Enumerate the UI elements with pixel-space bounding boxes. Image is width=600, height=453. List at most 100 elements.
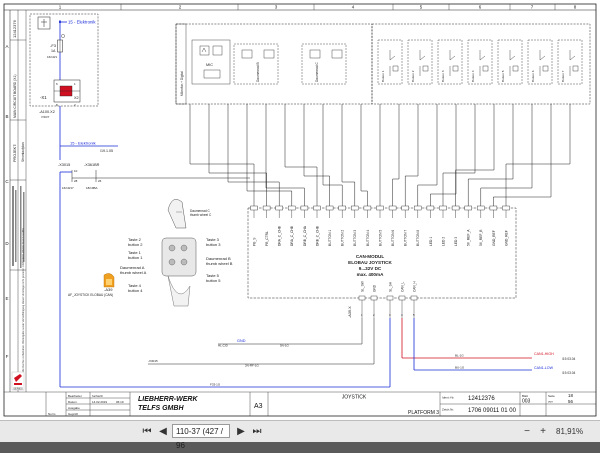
- button-device: Button 2: [407, 39, 433, 85]
- schematic-diagram: 1 2 3 4 5 6 7 8 A B C D E F 12412376 MAI…: [3, 3, 597, 417]
- column-number: 3: [275, 5, 278, 10]
- module-title: ELOBAU JOYSTICK: [348, 260, 392, 265]
- side-note-lines: [12, 186, 25, 268]
- module-pin-label: BUTTON 5: [378, 230, 382, 246]
- button-device-label: Button 6: [531, 70, 535, 82]
- drawing-title: JOYSTICK: [342, 395, 367, 401]
- column-number: 1: [59, 5, 62, 10]
- module-pin-label: GND_REF: [492, 230, 496, 246]
- button-device: Button 1: [377, 39, 403, 85]
- legend-item: Taste 5: [206, 273, 220, 278]
- module-bottom-pin-number: 2: [373, 313, 375, 317]
- pin-label: 6: [56, 82, 58, 86]
- module-pin-label: PB_S: [252, 237, 256, 246]
- pin-label: 10: [74, 169, 78, 173]
- row-letter: D: [5, 241, 9, 246]
- norm-label: Norm: [48, 412, 56, 416]
- zoom-in-button[interactable]: +: [540, 426, 546, 437]
- drawing-no-value: 1706 09011 01 00: [468, 408, 517, 414]
- can-module-frame: [247, 207, 517, 299]
- module-pin-label: BUTTON 6: [391, 230, 395, 246]
- column-number: 7: [531, 5, 534, 10]
- row-ruler: A B C D E F: [5, 44, 9, 359]
- fuse-label: -F3: [50, 43, 57, 48]
- module-bottom-pin: SL_SH 3: [386, 281, 394, 318]
- module-pin-label: BUTTON 7: [404, 230, 408, 246]
- pin-label: 2: [74, 103, 76, 107]
- next-page-button[interactable]: ▶: [237, 426, 245, 437]
- row-letter: C: [5, 179, 9, 184]
- module-pin: PB_S: [250, 205, 258, 246]
- drawing-subtitle: PLATFORM 3: [408, 410, 439, 416]
- side-drawing-number: 12412376: [12, 19, 17, 38]
- rail-label: 15 - Elektronik: [68, 20, 96, 25]
- previous-page-button[interactable]: ◀: [159, 426, 167, 437]
- module-pin: BUTTON 2: [338, 205, 346, 246]
- last-page-button[interactable]: ⏭: [252, 426, 262, 437]
- first-page-button[interactable]: ⏮: [142, 426, 152, 437]
- sheet-frame: [3, 3, 597, 417]
- module-pin-label: LED 2: [441, 237, 445, 246]
- side-title: MAIN CIRCUIT BOARD (X1): [13, 75, 17, 118]
- zoom-out-button[interactable]: −: [524, 426, 530, 437]
- module-pin-label: PB_CTRL: [265, 231, 269, 246]
- connector-ref: 18/19BA: [86, 186, 98, 190]
- thumbwheel-b-device: Daumenrad B: [233, 43, 279, 85]
- thumbwheel-b-label: Daumenrad B: [256, 62, 260, 82]
- x2-label: X2: [74, 96, 79, 100]
- module-pin: BUTTON 6: [388, 205, 397, 246]
- gnd-label: GND: [237, 339, 246, 343]
- module-pin-label: BUTTON 1: [328, 230, 332, 246]
- column-number: 8: [574, 5, 577, 10]
- mic-device: MIC: [191, 39, 231, 85]
- legend-item: Daumenrad B: [206, 256, 231, 261]
- button-device: Button 3: [437, 39, 463, 85]
- issue-label: Ausgabe: [68, 406, 80, 410]
- button-device-label: Button 4: [471, 70, 475, 82]
- mic-label: MIC: [206, 63, 213, 67]
- joystick-top-view: [167, 199, 187, 229]
- module-pin-label: BUTTON 8: [416, 230, 420, 246]
- column-ruler: 1 2 3 4 5 6 7 8: [59, 4, 577, 10]
- module-pin-label: DRB_C_CHA: [303, 225, 307, 246]
- liebherr-series-logo: SERIES: [11, 371, 25, 391]
- legend-item: button 5: [206, 278, 221, 283]
- wire-signal: HL:C/D: [218, 344, 229, 348]
- module-bottom-pin-label: CAN_H: [412, 280, 416, 292]
- row-letter: A: [5, 44, 8, 49]
- module-bottom-pin-label: SL_SH: [388, 281, 392, 292]
- thumbwheel-c-label: Daumenrad C: [315, 61, 319, 82]
- module-bottom-pin-number: 5: [413, 313, 415, 317]
- signal-wires: [189, 104, 571, 208]
- page-number-input[interactable]: 110-37 (427 / 96: [172, 424, 230, 450]
- company-name: LIEBHERR-WERK: [138, 396, 198, 403]
- pin-label: 1: [74, 82, 76, 86]
- pdf-toolbar: ⏮ ◀ 110-37 (427 / 96 ▶ ⏭ − + 81,91%: [0, 420, 600, 450]
- logo-caption: SERIES: [13, 387, 23, 391]
- button-device: Button 5: [497, 39, 523, 85]
- author-value: fuchs20: [92, 394, 103, 398]
- fuse-value: 1A: [51, 49, 56, 53]
- row-letter: F: [6, 354, 9, 359]
- connector-x361br: -X361BR: [84, 163, 100, 167]
- module-title: max. 400mA: [357, 272, 384, 277]
- module-title: CAN-MODUL: [356, 254, 385, 259]
- drawing-no-label: Zeich.Nr.: [442, 408, 454, 412]
- connector-x1: -X1 X2 6 1 8 2: [40, 79, 81, 107]
- module-title: 9...32V DC: [359, 266, 382, 271]
- module-pin: BUTTON 5: [376, 205, 384, 246]
- module-bottom-pin: SL_SW1: [358, 281, 366, 318]
- sheet-of-label: von: [548, 400, 553, 404]
- button-device-label: Button 7: [561, 70, 565, 82]
- module-pin-label: DRA_C_CHB: [278, 225, 282, 246]
- legend-item: Taste 4: [128, 283, 142, 288]
- module-pin: DRB_C_CHA: [300, 205, 309, 246]
- copyright-note: Urheberrecht - Alle Rechte vorbehalten. …: [21, 228, 25, 390]
- module-bottom-pin-number: 1: [361, 313, 363, 317]
- legend-item: button 1: [128, 255, 143, 260]
- module-bottom-pin-number: 3: [389, 313, 391, 317]
- module-pin: BUTTON 8: [414, 205, 422, 246]
